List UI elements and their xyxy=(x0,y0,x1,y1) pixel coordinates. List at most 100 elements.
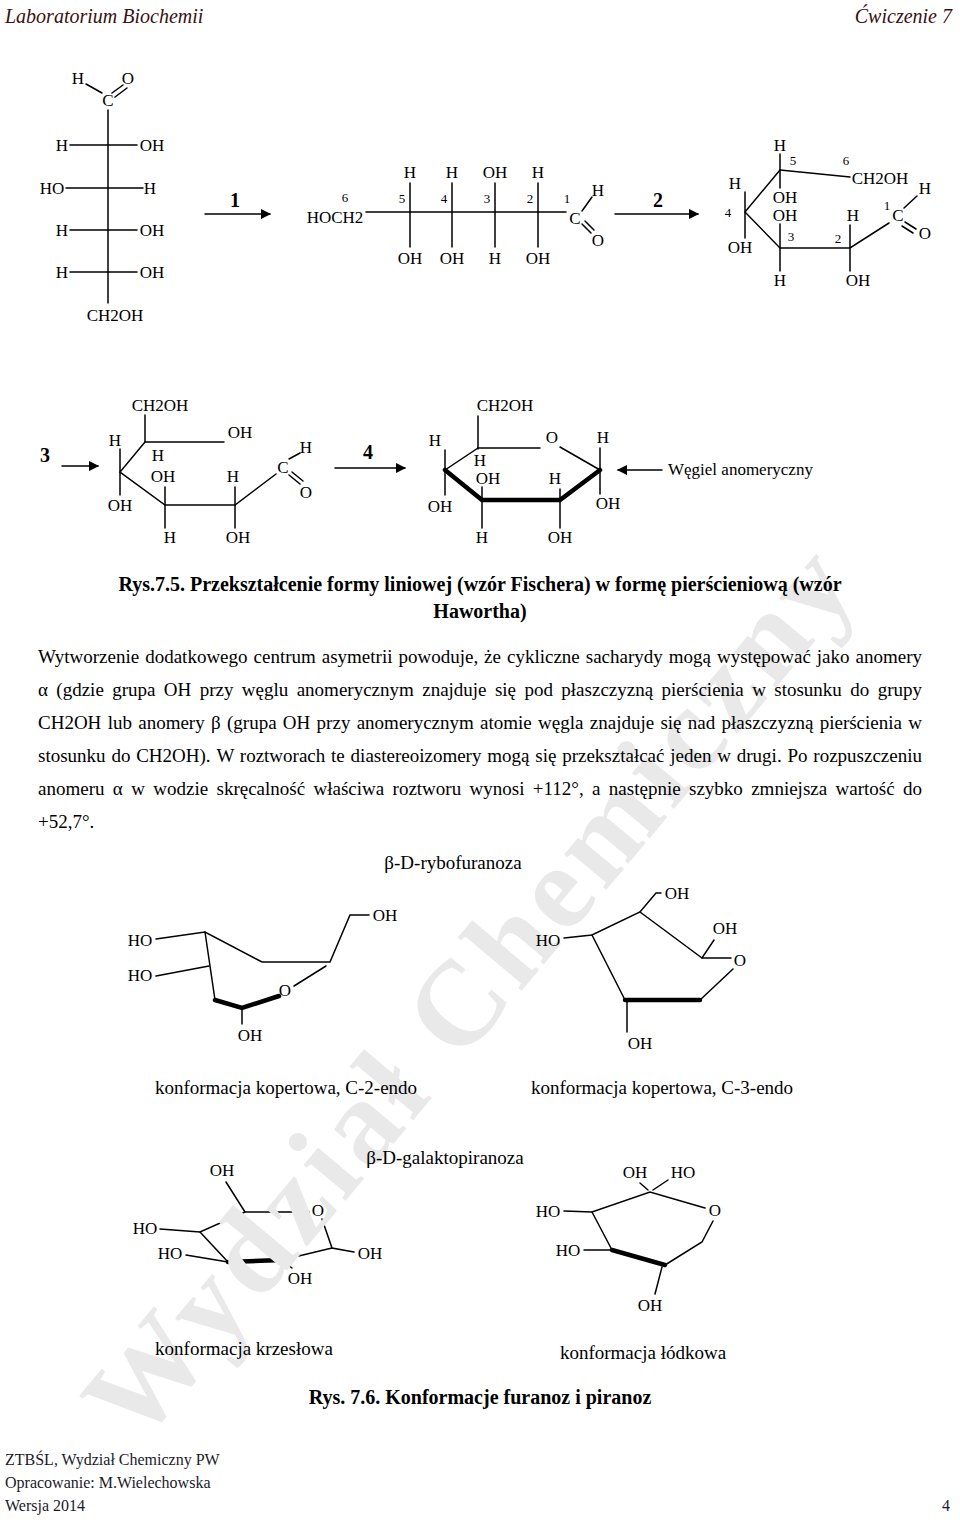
atom-label: OH xyxy=(548,529,573,546)
atom-label: H xyxy=(56,137,68,154)
page-header: Ćwiczenie 7 xyxy=(855,6,952,26)
atom-label: OH xyxy=(210,1162,235,1179)
atom-label: OH xyxy=(846,272,871,289)
atom-label: O xyxy=(709,1202,721,1219)
atom-label: H xyxy=(489,250,501,267)
atom-label: HO xyxy=(133,1220,158,1237)
atom-label: H xyxy=(476,529,488,546)
atom-label: H xyxy=(300,439,312,456)
body-text: Wytworzenie dodatkowego centrum asymetri… xyxy=(38,640,922,838)
carbon-number: 6 xyxy=(843,154,850,167)
atom-label: OH xyxy=(108,497,133,514)
atom-label: C xyxy=(569,210,580,227)
carbon-number: 5 xyxy=(399,192,406,205)
structure-name: konformacja krzesłowa xyxy=(155,1339,333,1358)
atom-label: OH xyxy=(483,164,508,181)
atom-label: H xyxy=(774,137,786,154)
page-footer: 4 xyxy=(942,1498,950,1514)
atom-label: H xyxy=(549,470,561,487)
atom-label: OH xyxy=(140,137,165,154)
atom-label: Węgiel anomeryczny xyxy=(668,461,813,478)
atom-label: OH xyxy=(288,1270,313,1287)
atom-label: OH xyxy=(665,885,690,902)
atom-label: C xyxy=(102,92,113,109)
atom-label: H xyxy=(532,164,544,181)
atom-label: H xyxy=(404,164,416,181)
atom-label: CH2OH xyxy=(132,397,189,414)
atom-label: O xyxy=(300,484,312,501)
atom-label: H xyxy=(474,452,486,469)
carbon-number: 3 xyxy=(484,192,491,205)
page-footer: Opracowanie: M.Wielechowska xyxy=(5,1475,211,1491)
atom-label: OH xyxy=(373,907,398,924)
atom-label: O xyxy=(279,982,291,999)
carbon-number: 5 xyxy=(790,154,797,167)
atom-label: CH2OH xyxy=(87,307,144,324)
step-number: 2 xyxy=(653,190,663,210)
atom-label: OH xyxy=(358,1245,383,1262)
atom-label: O xyxy=(312,1202,324,1219)
atom-label: H xyxy=(56,222,68,239)
structure-name: β-D-galaktopiranoza xyxy=(366,1148,523,1167)
carbon-number: 2 xyxy=(835,232,842,245)
page-footer: ZTBŚL, Wydział Chemiczny PW xyxy=(5,1452,220,1468)
atom-label: OH xyxy=(440,250,465,267)
atom-label: O xyxy=(122,70,134,87)
atom-label: H xyxy=(919,180,931,197)
atom-label: OH xyxy=(226,529,251,546)
atom-label: HO xyxy=(536,932,561,949)
atom-label: HO xyxy=(536,1203,561,1220)
atom-label: CH2OH xyxy=(852,170,909,187)
atom-label: HO xyxy=(158,1245,183,1262)
atom-label: HO xyxy=(671,1164,696,1181)
figure-caption: Rys. 7.6. Konformacje furanoz i piranoz xyxy=(309,1387,652,1407)
structure-name: konformacja łódkowa xyxy=(560,1343,726,1362)
atom-label: OH xyxy=(140,264,165,281)
carbon-number: 1 xyxy=(884,199,891,212)
atom-label: H xyxy=(152,447,164,464)
atom-label: H xyxy=(847,207,859,224)
atom-label: H xyxy=(144,180,156,197)
atom-label: OH xyxy=(428,498,453,515)
atom-label: OH xyxy=(623,1164,648,1181)
atom-label: H xyxy=(774,272,786,289)
atom-label: O xyxy=(592,232,604,249)
atom-label: O xyxy=(546,429,558,446)
carbon-number: 1 xyxy=(564,192,571,205)
atom-label: OH xyxy=(238,1027,263,1044)
carbon-number: 4 xyxy=(725,206,732,219)
atom-label: OH xyxy=(596,495,621,512)
atom-label: C xyxy=(892,207,903,224)
atom-label: O xyxy=(919,225,931,242)
atom-label: H xyxy=(109,432,121,449)
atom-label: HO xyxy=(556,1242,581,1259)
atom-label: HO xyxy=(40,180,65,197)
atom-label: H xyxy=(597,429,609,446)
atom-label: HO xyxy=(128,967,153,984)
page-footer: Wersja 2014 xyxy=(5,1498,85,1514)
carbon-number: 2 xyxy=(527,192,534,205)
carbon-number: 3 xyxy=(788,230,795,243)
atom-label: H xyxy=(592,182,604,199)
carbon-number: 4 xyxy=(441,192,448,205)
atom-label: OH xyxy=(228,424,253,441)
atom-label: OH xyxy=(398,250,423,267)
atom-label: OH xyxy=(638,1297,663,1314)
atom-label: C xyxy=(277,459,288,476)
atom-label: OH xyxy=(773,189,798,206)
atom-label: HOCH2 xyxy=(307,209,364,226)
step-number: 1 xyxy=(230,190,240,210)
atom-label: OH xyxy=(728,239,753,256)
atom-label: H xyxy=(164,529,176,546)
step-number: 3 xyxy=(40,445,50,465)
step-number: 4 xyxy=(363,442,373,462)
atom-label: OH xyxy=(476,470,501,487)
atom-label: OH xyxy=(713,920,738,937)
page-header: Laboratorium Biochemii xyxy=(5,6,203,26)
atom-label: OH xyxy=(526,250,551,267)
atom-label: H xyxy=(56,264,68,281)
atom-label: H xyxy=(429,432,441,449)
atom-label: H xyxy=(227,468,239,485)
figure-caption: Rys.7.5. Przekształcenie formy liniowej … xyxy=(110,571,850,625)
